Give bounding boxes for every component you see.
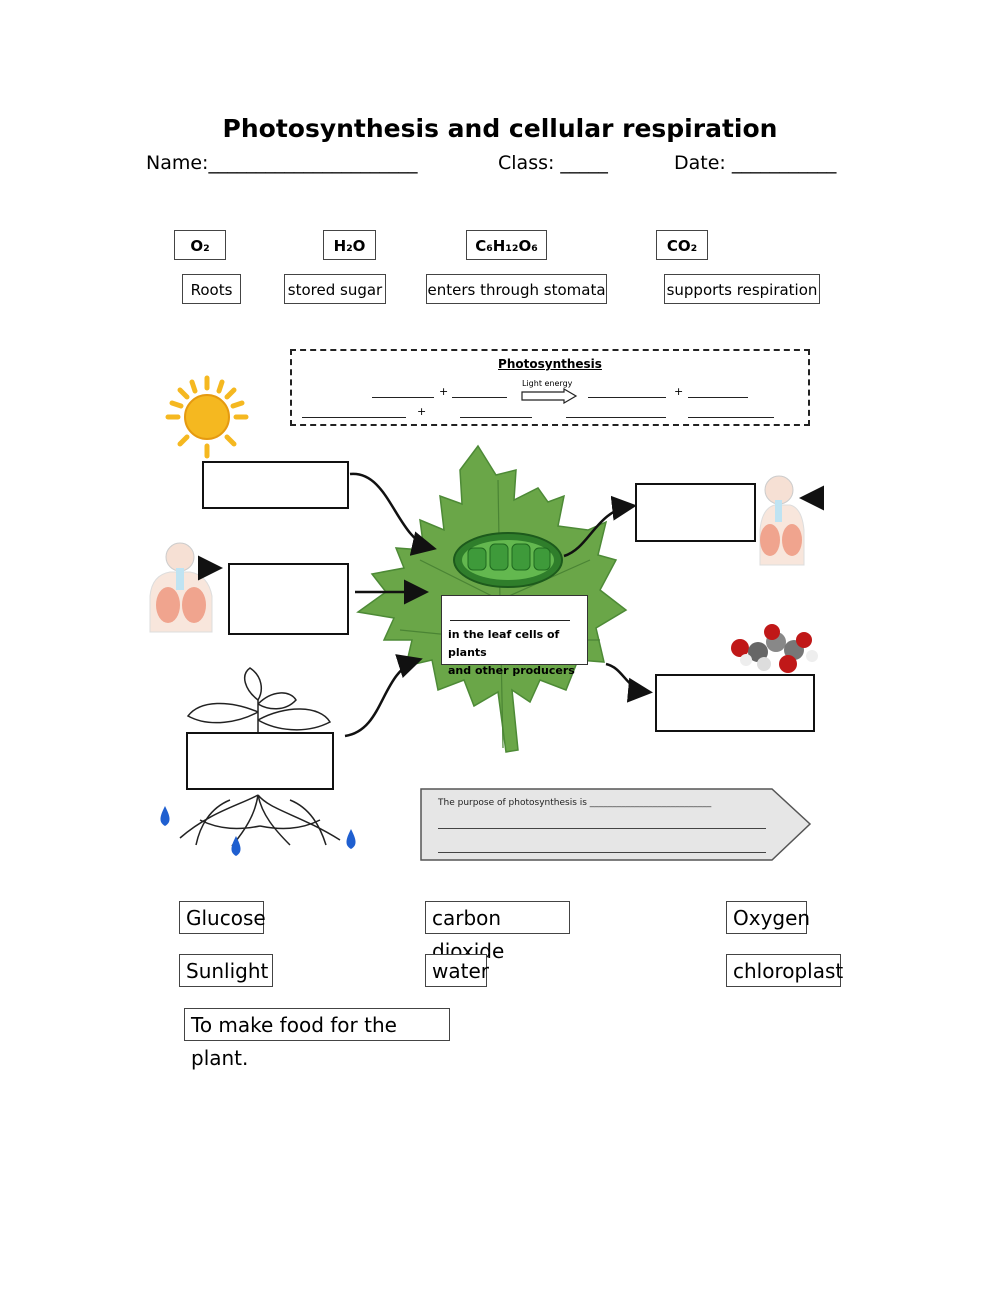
purpose-banner-icon — [420, 788, 812, 861]
equation-blank[interactable] — [588, 397, 666, 398]
equation-blank[interactable] — [566, 417, 666, 418]
page-title: Photosynthesis and cellular respiration — [222, 114, 778, 143]
chip-co2[interactable]: CO₂ — [656, 230, 708, 260]
arrow-icon — [563, 495, 637, 558]
reaction-arrow-icon — [521, 388, 578, 404]
answer-oxygen[interactable]: Oxygen — [726, 901, 810, 934]
answer-sunlight[interactable]: Sunlight — [179, 954, 273, 987]
answer-carbon-dioxide[interactable]: carbon dioxide — [425, 901, 570, 963]
equation-blank[interactable] — [372, 397, 434, 398]
arrow-icon — [605, 662, 653, 703]
plus-sign: + — [674, 385, 684, 398]
water-drop-icon — [160, 806, 356, 856]
arrow-icon — [349, 472, 437, 556]
human-lungs-icon — [149, 542, 213, 633]
sun-icon — [165, 375, 249, 459]
info-text-line2: and other producers — [448, 664, 575, 677]
equation-blank[interactable] — [302, 417, 406, 418]
date-field[interactable]: Date: ___________ — [674, 152, 837, 174]
equation-title: Photosynthesis — [498, 357, 602, 371]
answer-to-make-food[interactable]: To make food for the plant. — [184, 1008, 450, 1070]
light-energy-label: Light energy — [522, 379, 573, 388]
chip-glucose-formula[interactable]: C₆H₁₂O₆ — [466, 230, 547, 260]
chip-o2[interactable]: O₂ — [174, 230, 226, 260]
chip-supports-respiration[interactable]: supports respiration — [664, 274, 820, 304]
purpose-prompt: The purpose of photosynthesis is _______… — [438, 798, 712, 808]
chloroplast-info-box: in the leaf cells of plants and other pr… — [441, 595, 588, 677]
chip-roots[interactable]: Roots — [182, 274, 241, 304]
arrow-icon — [344, 654, 423, 738]
equation-blank[interactable] — [688, 417, 774, 418]
chip-stored-sugar[interactable]: stored sugar — [284, 274, 386, 304]
drop-target-sunlight[interactable] — [202, 461, 349, 509]
human-lungs-icon — [759, 475, 805, 566]
chip-enters-stomata[interactable]: enters through stomata — [426, 274, 607, 304]
drop-target-water[interactable] — [186, 732, 334, 790]
answer-glucose[interactable]: Glucose — [179, 901, 266, 934]
name-field[interactable]: Name:______________________ — [146, 152, 418, 174]
drop-target-glucose[interactable] — [655, 674, 815, 732]
chip-h2o[interactable]: H₂O — [323, 230, 376, 260]
answer-chloroplast[interactable]: chloroplast — [726, 954, 843, 987]
drop-target-carbon-dioxide[interactable] — [228, 563, 349, 635]
purpose-blank-line[interactable] — [438, 852, 766, 853]
class-field[interactable]: Class: _____ — [498, 152, 608, 174]
drop-target-oxygen[interactable] — [635, 483, 756, 542]
info-text-line1: in the leaf cells of plants — [448, 628, 560, 659]
equation-blank[interactable] — [688, 397, 748, 398]
plus-sign: + — [417, 405, 427, 418]
equation-blank[interactable] — [452, 397, 507, 398]
equation-blank[interactable] — [460, 417, 532, 418]
purpose-blank-line[interactable] — [438, 828, 766, 829]
answer-water[interactable]: water — [425, 954, 489, 987]
plus-sign: + — [439, 385, 449, 398]
glucose-molecule-icon — [731, 624, 818, 673]
photosynthesis-equation-box: Photosynthesis + Light energy + + — [290, 349, 810, 426]
chloroplast-icon — [453, 532, 563, 588]
info-blank[interactable] — [450, 620, 570, 621]
